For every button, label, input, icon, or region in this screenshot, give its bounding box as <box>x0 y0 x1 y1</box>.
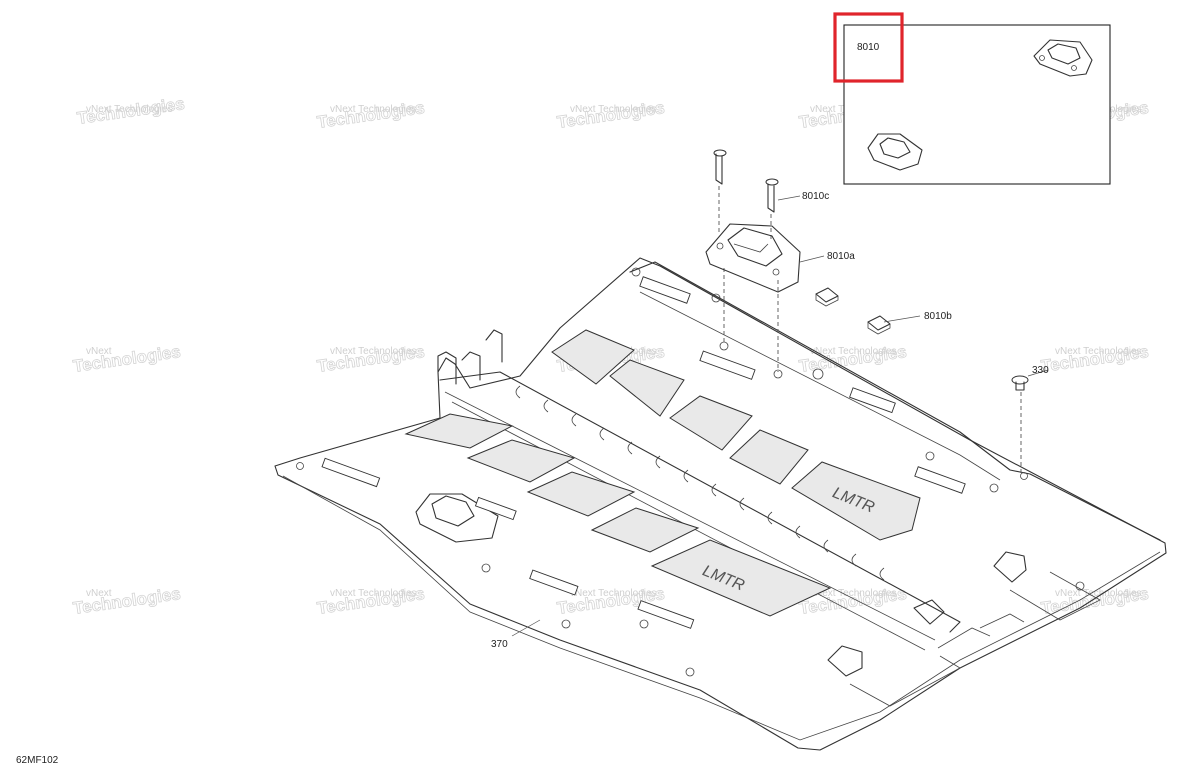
screw-8010c-a <box>713 149 727 185</box>
floor-bracket-left <box>415 493 517 543</box>
svg-text:vNext Technologies: vNext Technologies <box>1055 588 1142 599</box>
figure-code: 62MF102 <box>16 755 59 766</box>
watermark-12: vNext Technologies Technologies <box>316 584 427 619</box>
watermark-7: vNext Technologies Technologies <box>316 342 427 377</box>
left-post <box>437 351 457 385</box>
bracket-8010a <box>705 223 801 293</box>
callout-8010a: 8010a <box>827 251 855 262</box>
grip-pad-2 <box>466 439 576 483</box>
callout-8010c: 8010c <box>802 191 829 202</box>
grip-pad-3 <box>526 471 636 517</box>
mounting-holes <box>296 267 1085 677</box>
watermark-1: vNext Technologies Technologies <box>76 94 187 129</box>
kit-inset: 8010 <box>833 12 1111 185</box>
svg-text:vNext Technologies: vNext Technologies <box>330 588 417 599</box>
svg-text:vNext Technologies: vNext Technologies <box>570 588 657 599</box>
svg-text:vNext Technologies: vNext Technologies <box>810 588 897 599</box>
watermark-6: vNext Technologies <box>72 342 183 377</box>
svg-text:vNext: vNext <box>86 588 112 599</box>
callout-370: 370 <box>491 639 508 650</box>
grip-pad-5 <box>551 329 635 385</box>
watermark-11: vNext Technologies <box>72 584 183 619</box>
nut-8010b-a <box>815 287 839 307</box>
watermark-3: vNext Technologies Technologies <box>556 98 667 133</box>
logo-pad-front <box>650 539 832 617</box>
front-vents <box>321 457 695 629</box>
svg-text:vNext Technologies: vNext Technologies <box>810 346 897 357</box>
inset-bracket-b <box>867 133 923 171</box>
inset-bracket-a <box>1033 39 1093 77</box>
svg-text:vNext: vNext <box>86 346 112 357</box>
rear-vents <box>639 276 966 494</box>
inset-highlight <box>833 12 904 83</box>
callout-330: 330 <box>1032 365 1049 376</box>
svg-text:vNext Technologies: vNext Technologies <box>330 104 417 115</box>
grip-pad-1 <box>404 413 514 449</box>
nut-8010b-b <box>867 315 891 335</box>
svg-text:vNext Technologies: vNext Technologies <box>330 346 417 357</box>
callout-8010b: 8010b <box>924 311 952 322</box>
exploded-hardware <box>705 149 1029 474</box>
panel-outline <box>274 257 1167 751</box>
svg-text:vNext Technologies: vNext Technologies <box>1055 346 1142 357</box>
rear-rail <box>629 261 1161 541</box>
svg-text:Technologies: Technologies <box>76 94 186 128</box>
watermark-2: vNext Technologies Technologies <box>316 98 427 133</box>
inset-label: 8010 <box>857 42 880 53</box>
floor-panel: LMTR LMTR <box>274 257 1167 751</box>
rivet-330 <box>1011 375 1029 391</box>
grip-pad-4 <box>590 507 700 553</box>
panel-front-edge <box>282 475 1161 741</box>
svg-text:vNext Technologies: vNext Technologies <box>570 104 657 115</box>
floor-tabs-right <box>827 551 1101 707</box>
center-tunnel <box>439 371 961 633</box>
grip-pad-6 <box>609 359 685 417</box>
watermark-15: vNext Technologies Technologies <box>1040 584 1151 619</box>
logo-pad-rear <box>791 461 921 541</box>
grip-pad-7 <box>669 395 753 451</box>
grip-pad-8 <box>729 429 809 485</box>
watermark-10: vNext Technologies Technologies <box>1040 342 1151 377</box>
svg-text:vNext Technologies: vNext Technologies <box>86 104 173 115</box>
screw-8010c-b <box>765 178 779 213</box>
